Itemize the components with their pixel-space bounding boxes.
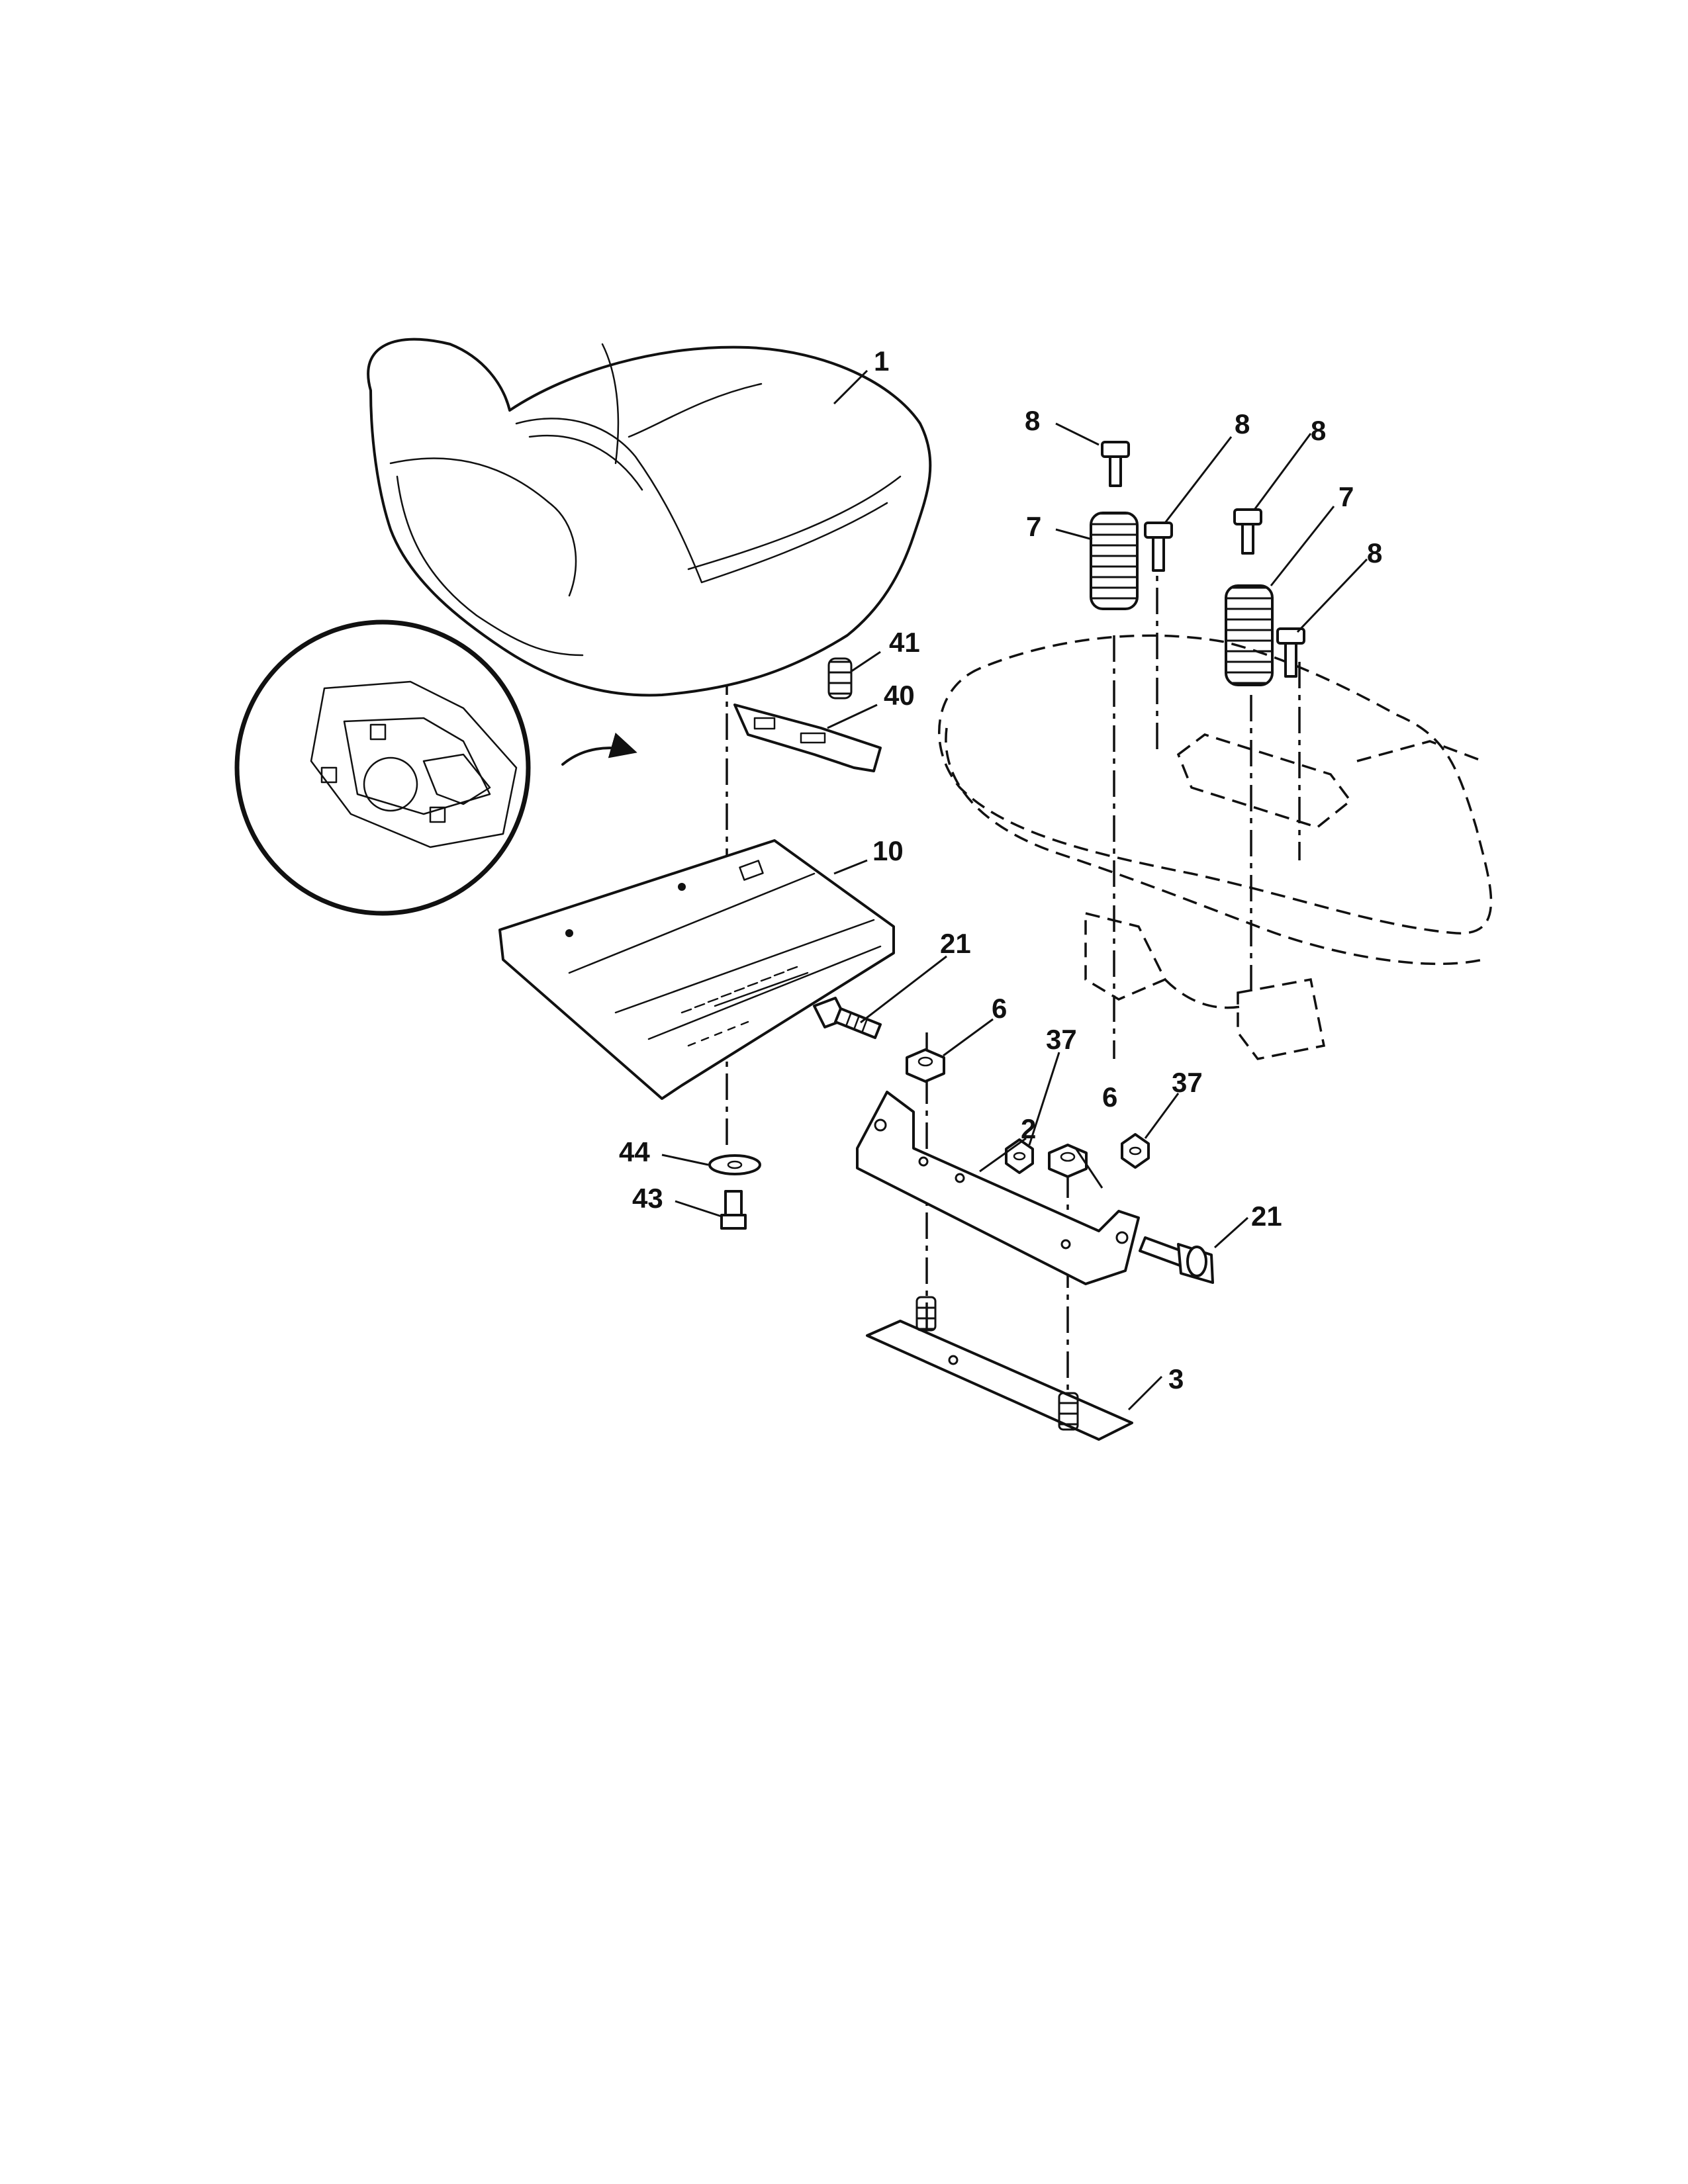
nut-part-37 [1121, 1133, 1150, 1169]
callout-labels: 1 8 8 8 7 7 8 41 40 10 21 6 37 2 6 37 21… [619, 345, 1382, 1394]
callout-41: 41 [889, 627, 920, 658]
callout-1: 1 [874, 345, 889, 377]
washer-part-44 [708, 1154, 761, 1175]
callout-40: 40 [884, 680, 915, 711]
callout-8: 8 [1367, 537, 1382, 569]
callout-2: 2 [1021, 1113, 1036, 1144]
bracket-part-2 [856, 1091, 1140, 1285]
latch-detail-inset [234, 619, 637, 916]
bolt-part-8 [1144, 522, 1173, 572]
spring-part-7 [1090, 512, 1139, 610]
spring-part-7 [1225, 584, 1274, 686]
bolt-part-43 [720, 1190, 747, 1230]
shoulder-bolt-part-21 [1139, 1236, 1214, 1284]
callout-21: 21 [1251, 1201, 1282, 1232]
callout-8: 8 [1235, 408, 1250, 439]
bolt-part-8 [1101, 441, 1130, 487]
callout-6: 6 [992, 993, 1007, 1024]
spring-part-41 [827, 657, 853, 700]
callout-37: 37 [1172, 1067, 1203, 1098]
callout-44: 44 [619, 1136, 650, 1167]
callout-7: 7 [1338, 481, 1354, 512]
latch-bracket-part-40 [733, 704, 882, 772]
callout-8: 8 [1025, 405, 1040, 436]
callout-10: 10 [872, 835, 904, 866]
callout-43: 43 [632, 1183, 663, 1214]
seat-pan-part-10 [498, 839, 895, 1100]
tractor-frame-outline [938, 634, 1493, 1060]
shoulder-bolt-part-21 [813, 997, 882, 1039]
seat-part-1 [367, 338, 932, 697]
bolt-part-8 [1276, 627, 1305, 678]
callout-3: 3 [1168, 1363, 1184, 1394]
callout-7: 7 [1026, 511, 1041, 542]
plate-part-3 [866, 1296, 1133, 1441]
callout-37: 37 [1046, 1024, 1077, 1055]
callout-leaders [661, 369, 1368, 1411]
callout-21: 21 [940, 928, 971, 959]
callout-6: 6 [1102, 1081, 1117, 1113]
lock-nut-part-6 [1048, 1144, 1088, 1178]
bolt-part-8 [1233, 508, 1262, 555]
callout-8: 8 [1311, 415, 1326, 446]
adjustment-slots [680, 966, 798, 1047]
lock-nut-part-6 [906, 1048, 945, 1083]
